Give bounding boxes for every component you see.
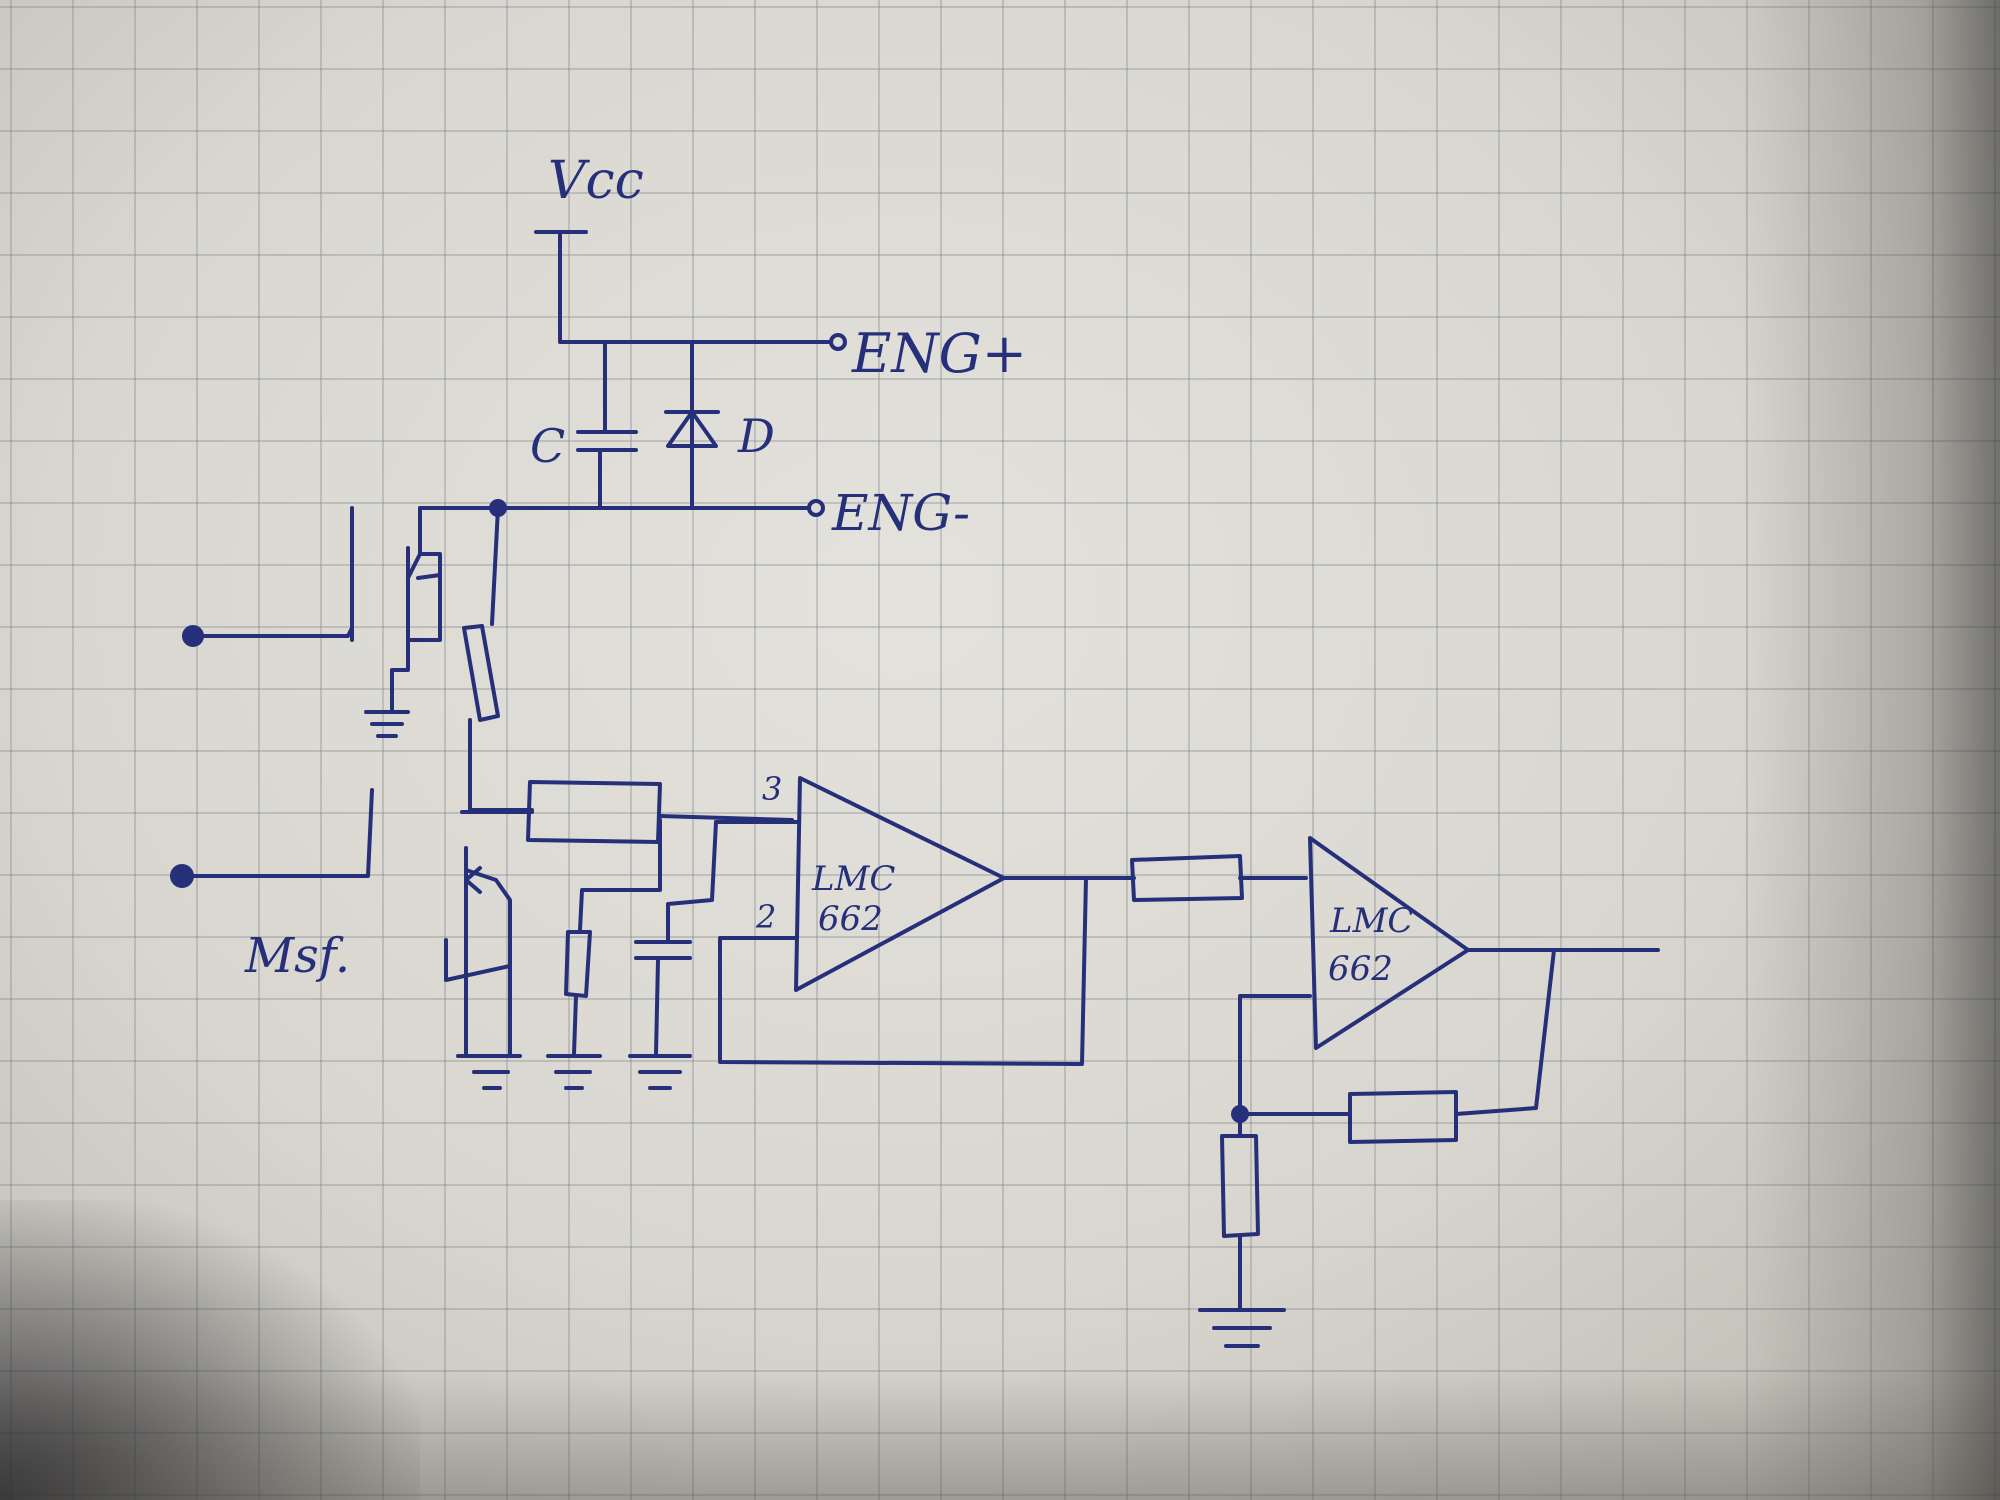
opamp-1: 3 2 LMC 662 [714,770,1088,1066]
mosfet-label: Msf. [244,928,350,984]
vcc-label: Vcc [548,151,644,211]
resistor2-body [526,780,662,844]
opamp-2: LMC 662 [1198,836,1660,1348]
resistor-input [460,780,794,844]
ground-icon-2 [546,1054,602,1090]
gate-input-terminal-1 [182,625,204,647]
opamp2-inverting-wire [1238,994,1312,1116]
resistor-interstage [1084,854,1308,902]
vcc-wire [558,232,834,344]
resistor1-lead-top [490,506,500,626]
opamp2-label-line2: 662 [1328,949,1393,989]
filter-resistor-lead [578,818,662,932]
eng-minus-terminal [807,499,825,517]
mosfet-secondary: Msf. [170,788,512,1056]
ground-icon-1 [456,1054,522,1090]
mosfet1-channel [390,546,410,714]
mosfet2-gate-plate [444,938,512,982]
filter-cap-lead [666,820,718,942]
mosfet2-arrow [464,866,482,894]
mosfet1-arrow [406,552,442,580]
capacitor-c: C [530,340,638,510]
opamp1-label-line1: LMC [811,859,895,899]
ground-icon-3 [628,1054,692,1090]
ground-resistor-body [1220,1134,1260,1238]
feedback-resistor-body [1348,1090,1458,1144]
mosfet1-ground-icon [364,710,410,738]
capacitor-label: C [530,419,565,473]
eng-plus-terminal [829,333,847,351]
diode-triangle [666,410,718,448]
diode-d: D [664,340,775,510]
resistor1-lead-bottom [468,718,534,812]
filter-cap-lead-bottom [654,958,660,1056]
opamp2-triangle [1308,836,1470,1050]
eng-plus-label: ENG+ [851,322,1027,385]
rc-filter [456,818,718,1090]
engine-terminals: ENG+ ENG- [418,322,1027,542]
filter-capacitor-plates [634,940,692,960]
mosfet1-drain-source [408,506,442,642]
opamp1-pin2: 2 [755,898,776,936]
mosfet1-gate-wire [192,626,354,638]
filter-resistor-body [564,930,592,998]
vcc-supply: Vcc [534,151,834,344]
ground-icon-4 [1198,1308,1286,1348]
diode-label: D [737,409,775,463]
mosfet2-gate-wire [190,788,374,878]
resistor-sense-feed [462,506,534,812]
resistor1-body [462,624,500,722]
eng-minus-label: ENG- [831,484,970,542]
opamp1-feedback-loop [718,876,1088,1066]
mosfet2-drain [464,868,512,1056]
opamp1-label-line2: 662 [818,899,883,939]
filter-resistor-lead-bottom [572,994,578,1056]
resistor2-lead-right [658,814,794,822]
hand-shadow [0,1200,420,1500]
opamp1-pin3: 3 [762,770,782,808]
feedback-wire-right [1454,948,1556,1116]
resistor3-body [1130,854,1244,902]
gate-input-terminal-2 [170,864,194,888]
edge-shadow-right [1740,0,2000,1500]
mosfet-driver [182,506,442,738]
edge-shadow-bottom [0,1370,2000,1500]
opamp2-label-line1: LMC [1329,901,1413,941]
opamp1-triangle [794,776,1006,992]
